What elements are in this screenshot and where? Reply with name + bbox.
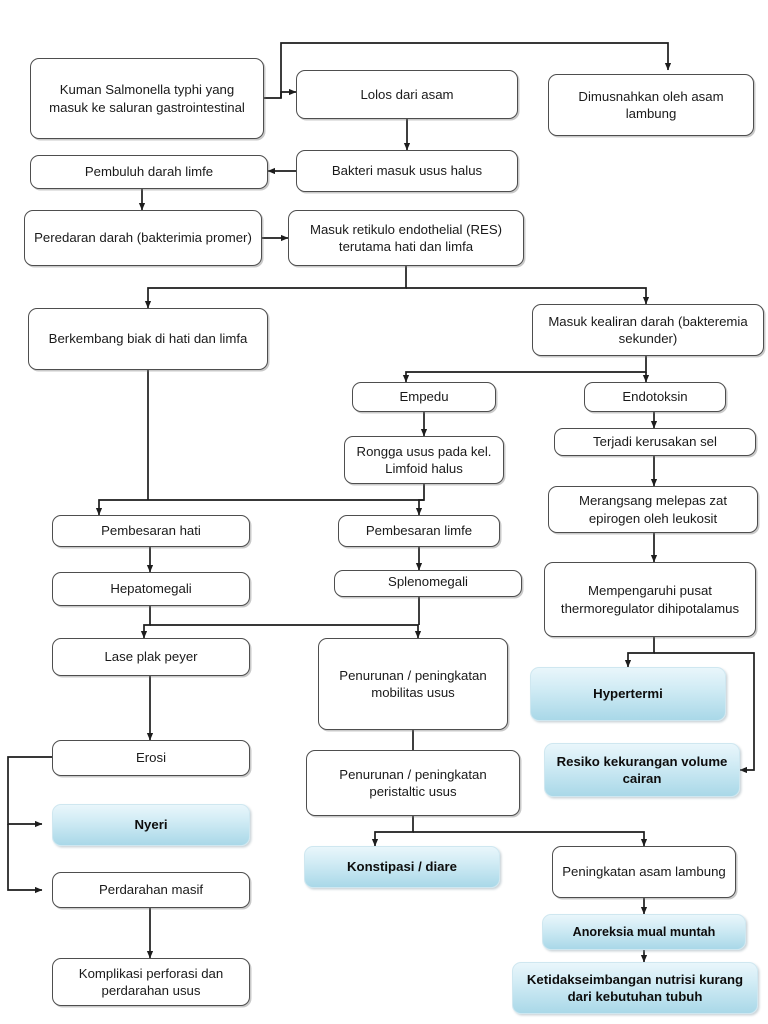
node-bakteri-masuk-usus-halus[interactable]: Bakteri masuk usus halus	[296, 150, 518, 192]
node-label: Konstipasi / diare	[347, 859, 457, 875]
node-label: Ketidakseimbangan nutrisi kurang dari ke…	[526, 971, 744, 1004]
node-label: Lolos dari asam	[360, 86, 454, 102]
node-pembesaran-limfe[interactable]: Pembesaran limfe	[338, 515, 500, 547]
node-peningkatan-asam-lambung[interactable]: Peningkatan asam lambung	[552, 846, 736, 898]
node-splenomegali[interactable]: Splenomegali	[334, 570, 522, 597]
node-label: Nyeri	[134, 817, 168, 833]
node-hypertermi[interactable]: Hypertermi	[530, 667, 726, 721]
node-label: Bakteri masuk usus halus	[331, 163, 483, 179]
node-lase-plak-peyer[interactable]: Lase plak peyer	[52, 638, 250, 676]
node-komplikasi-perforasi-dan-perdarahan-usus[interactable]: Komplikasi perforasi dan perdarahan usus	[52, 958, 250, 1006]
node-nyeri[interactable]: Nyeri	[52, 804, 250, 846]
node-ketidakseimbangan-nutrisi[interactable]: Ketidakseimbangan nutrisi kurang dari ke…	[512, 962, 758, 1014]
node-resiko-kekurangan-volume-cairan[interactable]: Resiko kekurangan volume cairan	[544, 743, 740, 797]
node-berkembang-biak-di-hati-dan-limfa[interactable]: Berkembang biak di hati dan limfa	[28, 308, 268, 370]
node-label: Masuk retikulo endothelial (RES) terutam…	[309, 221, 503, 254]
node-rongga-usus-pada-kel-limfoid-halus[interactable]: Rongga usus pada kel. Limfoid halus	[344, 436, 504, 484]
node-label: Lase plak peyer	[104, 649, 198, 665]
node-label: Erosi	[135, 750, 167, 766]
node-erosi[interactable]: Erosi	[52, 740, 250, 776]
node-label: Penurunan / peningkatan mobilitas usus	[339, 667, 487, 700]
node-label: Penurunan / peningkatan peristaltic usus	[339, 766, 487, 799]
node-penurunan-peningkatan-peristaltic-usus[interactable]: Penurunan / peningkatan peristaltic usus	[306, 750, 520, 816]
node-masuk-kealiran-darah[interactable]: Masuk kealiran darah (bakteremia sekunde…	[532, 304, 764, 356]
node-perdarahan-masif[interactable]: Perdarahan masif	[52, 872, 250, 908]
node-mempengaruhi-pusat-thermoregulator[interactable]: Mempengaruhi pusat thermoregulator dihip…	[544, 562, 756, 637]
node-label: Anoreksia mual muntah	[572, 924, 716, 939]
node-label: Kuman Salmonella typhi yang masuk ke sal…	[49, 82, 245, 115]
node-label: Pembesaran limfe	[365, 523, 473, 539]
node-label: Terjadi kerusakan sel	[593, 434, 717, 450]
node-pembesaran-hati[interactable]: Pembesaran hati	[52, 515, 250, 547]
node-label: Mempengaruhi pusat thermoregulator dihip…	[560, 583, 740, 616]
node-hepatomegali[interactable]: Hepatomegali	[52, 572, 250, 606]
node-kuman-salmonella-typhi[interactable]: Kuman Salmonella typhi yang masuk ke sal…	[30, 58, 264, 139]
node-label: Peredaran darah (bakterimia promer)	[34, 230, 252, 246]
node-label: Dimusnahkan oleh asam lambung	[578, 88, 724, 121]
node-empedu[interactable]: Empedu	[352, 382, 496, 412]
node-endotoksin[interactable]: Endotoksin	[584, 382, 726, 412]
node-label: Peningkatan asam lambung	[562, 864, 726, 880]
node-label: Splenomegali	[388, 574, 468, 589]
node-label: Hepatomegali	[110, 581, 192, 597]
node-label: Pembesaran hati	[101, 523, 201, 539]
node-label: Rongga usus pada kel. Limfoid halus	[356, 443, 492, 476]
node-dimusnahkan-oleh-asam-lambung[interactable]: Dimusnahkan oleh asam lambung	[548, 74, 754, 136]
node-label: Masuk kealiran darah (bakteremia sekunde…	[548, 313, 748, 346]
node-peredaran-darah-bakterimia-promer[interactable]: Peredaran darah (bakterimia promer)	[24, 210, 262, 266]
node-label: Komplikasi perforasi dan perdarahan usus	[78, 965, 224, 998]
node-konstipasi-diare[interactable]: Konstipasi / diare	[304, 846, 500, 888]
node-anoreksia-mual-muntah[interactable]: Anoreksia mual muntah	[542, 914, 746, 950]
node-label: Resiko kekurangan volume cairan	[556, 753, 728, 786]
node-penurunan-peningkatan-mobilitas-usus[interactable]: Penurunan / peningkatan mobilitas usus	[318, 638, 508, 730]
node-label: Pembuluh darah limfe	[84, 164, 214, 180]
node-terjadi-kerusakan-sel[interactable]: Terjadi kerusakan sel	[554, 428, 756, 456]
node-label: Merangsang melepas zat epirogen oleh leu…	[578, 493, 728, 526]
node-label: Empedu	[399, 389, 449, 405]
node-label: Perdarahan masif	[98, 882, 204, 898]
node-pembuluh-darah-limfe[interactable]: Pembuluh darah limfe	[30, 155, 268, 189]
node-masuk-retikulo-endothelial[interactable]: Masuk retikulo endothelial (RES) terutam…	[288, 210, 524, 266]
node-label: Hypertermi	[593, 686, 663, 702]
node-label: Endotoksin	[622, 389, 688, 405]
node-merangsang-melepas-zat-epirogen[interactable]: Merangsang melepas zat epirogen oleh leu…	[548, 486, 758, 533]
node-label: Berkembang biak di hati dan limfa	[48, 331, 248, 347]
node-lolos-dari-asam[interactable]: Lolos dari asam	[296, 70, 518, 119]
